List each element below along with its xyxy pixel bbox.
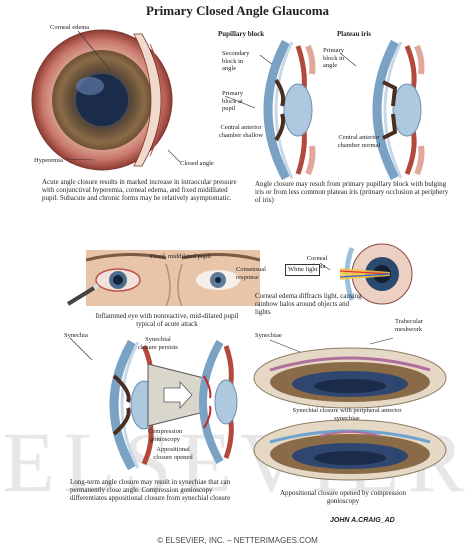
label-central-chamber-normal: Central anterior chamber normal <box>337 134 381 149</box>
caption-gonio: Appositional closure opened by compressi… <box>280 489 406 506</box>
pupillary-block-illustration <box>263 40 316 180</box>
appositional-illustration <box>199 340 238 464</box>
penlight-icon <box>66 283 100 306</box>
label-synechia: Synechia <box>64 332 88 339</box>
label-pupillary-block: Pupillary block <box>218 30 265 38</box>
label-synechial-persists: Synechial closure persists <box>138 336 178 351</box>
footer-copyright: © ELSEVIER, INC. – NETTERIMAGES.COM <box>157 536 318 545</box>
label-synechiae: Synechiae <box>255 332 282 339</box>
label-consensual-response: Consensual response <box>236 266 266 281</box>
label-fixed-pupil: Fixed, middilated pupil <box>150 253 211 260</box>
eye-closeup-illustration <box>31 29 173 171</box>
label-white-light: White light <box>285 264 321 276</box>
label-synechial-peripheral: Synechial closure with peripheral anteri… <box>292 407 402 422</box>
label-appositional-opened: Appositional closure opened <box>153 446 193 461</box>
label-primary-block-pupil: Primary block at pupil <box>222 90 243 112</box>
patient-face-illustration <box>86 250 260 306</box>
gonioscopy-lens-illustration <box>147 363 205 427</box>
label-trabecular-meshwork: Trabecular meshwork <box>395 318 423 333</box>
label-compression-gonioscopy: Compression gonioscopy <box>147 428 183 443</box>
label-plateau-iris: Plateau iris <box>337 30 372 38</box>
label-central-chamber-shallow: Central anterior chamber shallow <box>218 124 264 139</box>
light-diffraction-illustration <box>339 243 413 305</box>
gonioscopic-view-illustration <box>253 347 447 481</box>
label-hyperemia: Hyperemia <box>34 157 63 164</box>
artist-signature: JOHN A.CRAIG_AD <box>330 517 395 524</box>
caption-light: Corneal edema diffracts light, causing r… <box>255 292 362 317</box>
label-corneal-edema: Corneal edema <box>50 24 90 31</box>
label-closed-angle: Closed angle <box>180 160 214 167</box>
label-secondary-block: Secondary block in angle <box>222 50 250 72</box>
label-primary-block-angle: Primary block in angle <box>323 47 345 69</box>
page-title: Primary Closed Angle Glaucoma <box>145 3 330 18</box>
caption-block: Angle closure may result from primary pu… <box>255 180 449 205</box>
caption-synechia: Long-term angle closure may result in sy… <box>70 478 231 503</box>
plateau-iris-illustration <box>372 40 425 180</box>
caption-face: Inflammed eye with nonreactive, mid-dila… <box>95 312 239 329</box>
caption-eye: Acute angle closure results in marked in… <box>42 178 237 203</box>
